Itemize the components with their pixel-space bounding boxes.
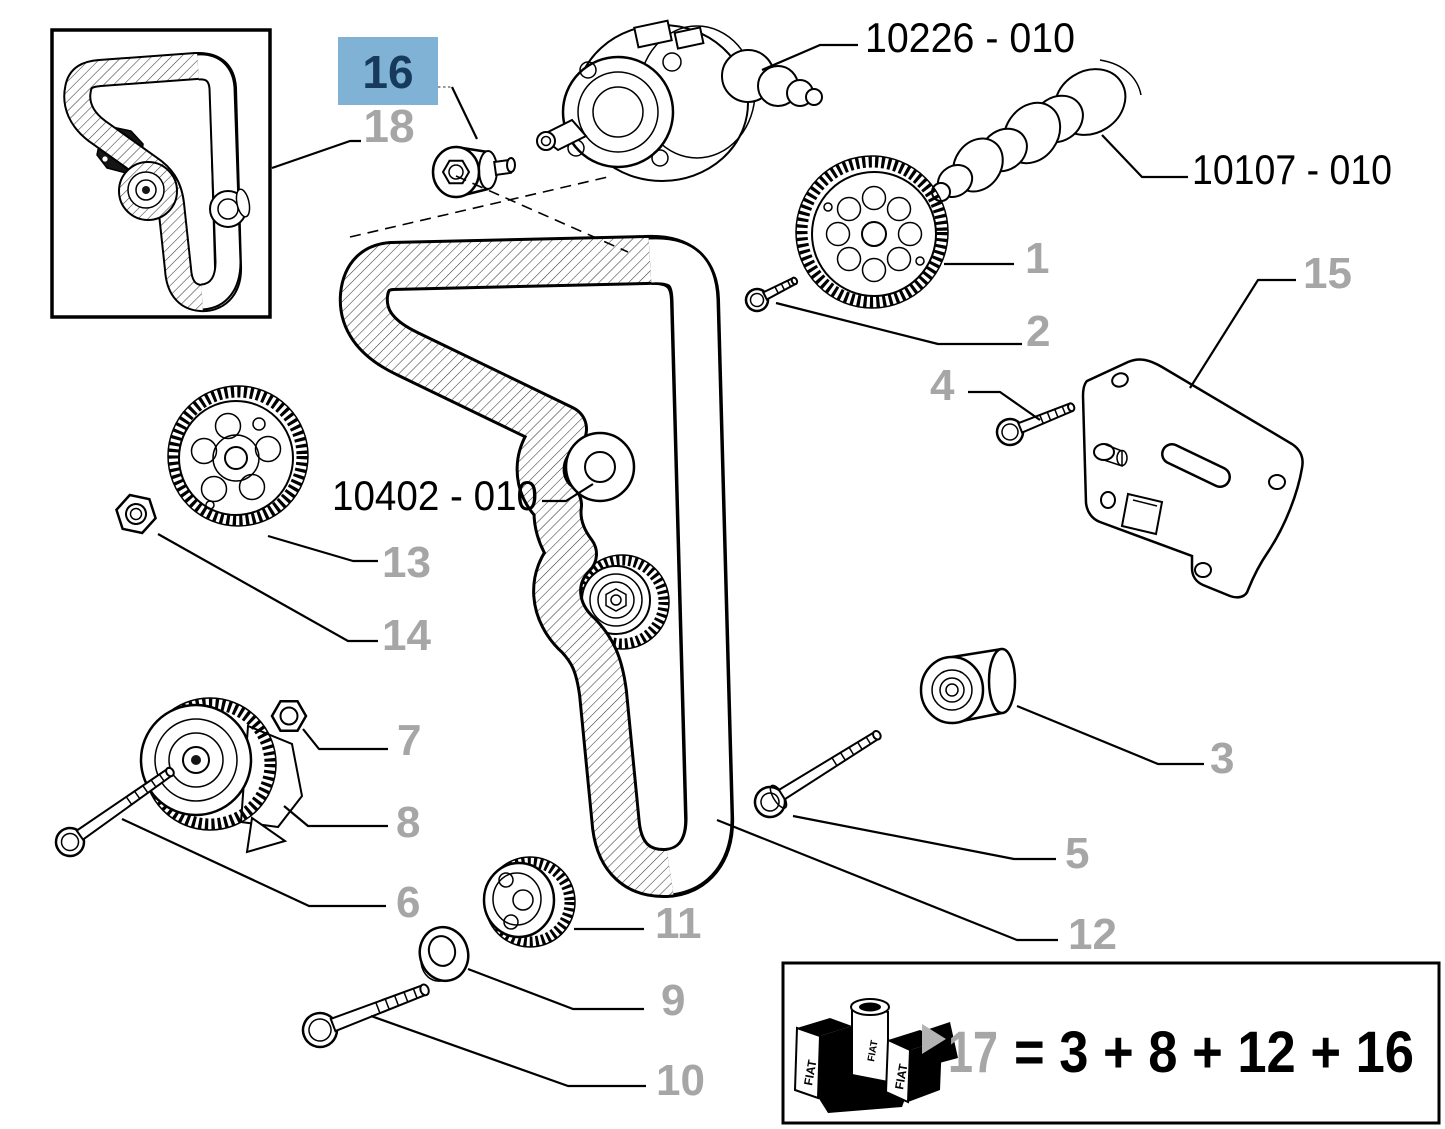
leader-camshaft [1101, 134, 1188, 179]
callout-10[interactable]: 10 [656, 1056, 705, 1105]
part-number-pump[interactable]: 10226 - 010 [865, 14, 1075, 61]
leader-7 [302, 728, 388, 751]
leader-5 [792, 814, 1056, 861]
legend-kit-ref[interactable]: 17 [948, 1020, 998, 1085]
tensioner-bolt [54, 766, 175, 858]
fiat-kit-icon: FIAT FIAT FIAT [793, 998, 958, 1113]
leader-belt-guide [542, 483, 594, 503]
camshaft [931, 59, 1142, 202]
callout-12[interactable]: 12 [1068, 910, 1117, 959]
kit-inset-box [50, 28, 272, 319]
callout-5[interactable]: 5 [1065, 829, 1089, 878]
leader-9 [467, 967, 644, 1011]
leader-4 [968, 390, 1041, 421]
leader-pump [761, 43, 858, 72]
inset-tensioner-pulley [118, 161, 178, 221]
leader-18 [271, 139, 361, 170]
gear-bolt [744, 276, 799, 313]
callout-18[interactable]: 18 [363, 100, 414, 152]
phantom-line-pump [349, 175, 613, 238]
part-number-camshaft[interactable]: 10107 - 010 [1192, 146, 1392, 193]
callout-6[interactable]: 6 [396, 878, 420, 927]
support-bracket [1081, 358, 1304, 599]
tensioner-roller [431, 145, 516, 199]
tensioner-nut [270, 700, 308, 732]
callout-13[interactable]: 13 [382, 538, 431, 587]
leader-2 [775, 301, 1022, 346]
belt-sprocket [574, 554, 670, 650]
callout-7[interactable]: 7 [397, 716, 421, 765]
leader-15 [1189, 278, 1296, 389]
callout-11[interactable]: 11 [655, 899, 702, 948]
fiat-brand-right-box: FIAT [892, 1062, 910, 1090]
leader-8 [283, 805, 388, 828]
fiat-brand-left-box: FIAT [801, 1058, 819, 1086]
washer [418, 925, 470, 983]
callout-16-highlight-box[interactable] [338, 37, 438, 105]
bracket-bolt [995, 402, 1076, 447]
leader-6 [121, 818, 386, 908]
idler-roller [919, 647, 1017, 725]
kit-arrow-icon [922, 1024, 946, 1054]
injection-pump [536, 19, 823, 182]
callout-4[interactable]: 4 [930, 361, 955, 410]
gear-nut [115, 493, 157, 535]
belt-guide-hub [564, 431, 636, 503]
callout-9[interactable]: 9 [661, 976, 685, 1025]
kit-legend-box: FIAT FIAT FIAT 17 = 3 + 8 + 12 + 16 [781, 961, 1441, 1125]
callout-16[interactable]: 16 [362, 46, 413, 98]
inset-timing-belt [63, 51, 242, 313]
callout-8[interactable]: 8 [396, 798, 420, 847]
leader-10 [370, 1014, 646, 1088]
callout-1[interactable]: 1 [1025, 234, 1049, 283]
callout-2[interactable]: 2 [1026, 307, 1050, 356]
legend-formula: = 3 + 8 + 12 + 16 [1014, 1020, 1414, 1085]
crankshaft-sprocket [482, 856, 576, 948]
leader-14 [157, 533, 378, 643]
leader-12 [716, 818, 1058, 942]
callout-14[interactable]: 14 [382, 611, 431, 660]
inset-idler-roller [209, 188, 251, 228]
callout-15[interactable]: 15 [1303, 249, 1352, 298]
crankshaft-bolt [301, 983, 430, 1049]
timing-belt [338, 234, 735, 898]
camshaft-gear [795, 155, 949, 309]
bracket-long-bolt [753, 729, 882, 819]
callout-3[interactable]: 3 [1210, 734, 1234, 783]
leader-3 [1016, 704, 1204, 766]
leader-16 [451, 86, 478, 140]
camshaft-gear-2 [167, 385, 309, 527]
phantom-line-roller [455, 175, 629, 253]
part-number-belt-guide[interactable]: 10402 - 010 [332, 472, 538, 519]
leader-lines [121, 43, 1296, 1088]
leader-13 [267, 534, 378, 563]
tensioner-assembly [139, 697, 304, 854]
fiat-brand-cylinder: FIAT [866, 1039, 881, 1062]
